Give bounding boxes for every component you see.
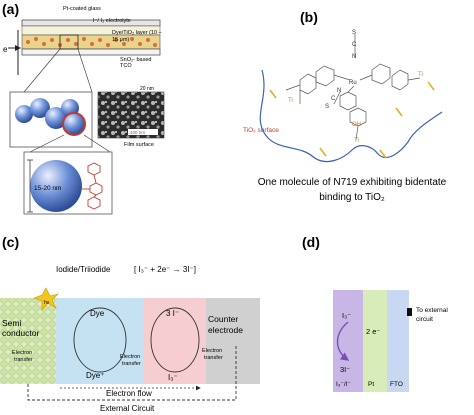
counter-electrode-label-2: electrode (208, 325, 243, 335)
counter-electrode-region (206, 298, 260, 384)
three-i-label: 3 I⁻ (166, 309, 179, 318)
sun-icon (33, 287, 59, 311)
atom-c-left: C (331, 96, 336, 102)
redox-region (144, 298, 206, 384)
layer-label-electrolyte: I⁻/ I₃ electrolyte (93, 18, 131, 24)
semiconductor-label-1: Semi (2, 318, 21, 328)
atom-n-top: N (352, 54, 356, 60)
n719-molecule (285, 34, 421, 141)
external-label-1: To external (416, 307, 448, 314)
atom-ru: Ru (349, 80, 357, 86)
dye-plus-label: Dye⁺ (86, 371, 104, 380)
panel-d: (d) I₃⁻ 3I⁻ 2 e⁻ I₃⁻/I⁻ Pt FTO To extern… (302, 234, 448, 392)
redox-reaction: [ I₃⁻ + 2e⁻ → 3I⁻] (134, 265, 196, 274)
et-label-2b: transfer (122, 361, 141, 367)
ti-anchor-right: Ti (418, 72, 423, 78)
scale-bar (128, 129, 158, 135)
caption-line-2: binding to TiO₂ (319, 192, 385, 203)
scale-bar-label: 100 nm (130, 130, 145, 135)
tio2-nanoparticles (15, 98, 86, 136)
redox-title: Iodide/Triiodide (56, 265, 111, 274)
layer-label-dye: Dye/TiO₂ layer (10 – (112, 30, 163, 36)
oh-group: OH (352, 122, 361, 128)
panel-c-label: (c) (2, 234, 19, 250)
n719-atoms: S C N Ru N C S (325, 30, 357, 110)
layer-label-tco: TCO (120, 63, 132, 69)
dye-cycle (73, 307, 127, 373)
dye-molecule-icon (82, 162, 103, 210)
tio2-surface-label: TiO₂ surface (243, 127, 279, 134)
semiconductor-label-2: conductor (2, 328, 39, 338)
i3-label: I₃⁻ (168, 373, 178, 382)
dye-tio2-layer (21, 34, 161, 50)
atom-s-left: S (325, 104, 329, 110)
d-i3-label: I₃⁻ (342, 311, 351, 320)
anchor-bonds (269, 81, 435, 159)
external-circuit-label: External Circuit (100, 404, 155, 413)
semiconductor-region (0, 298, 56, 384)
external-circuit-path (27, 345, 237, 401)
et-label-3b: transfer (204, 355, 223, 361)
panel-d-label: (d) (302, 234, 320, 250)
redox-cycle (150, 307, 200, 373)
large-tio2-particle (30, 160, 82, 212)
fto-layer-d (387, 290, 409, 392)
contact-terminal (407, 308, 412, 316)
layer-label-fto-d: FTO (390, 381, 403, 388)
layer-label-pt-d: Pt (368, 381, 374, 388)
dye-region (56, 298, 144, 384)
layer-label-sno2: SnO₂- based (120, 57, 152, 63)
dye-beads (26, 37, 157, 47)
tio2-surface-line (259, 69, 443, 163)
ti-anchors: Ti Ti Ti OH (288, 72, 423, 144)
caption-line-1: One molecule of N719 exhibiting bidentat… (258, 177, 447, 188)
film-surface-label: Film surface (124, 142, 154, 148)
reduction-arrow (336, 321, 350, 361)
scale-top-label: 20 nm (140, 86, 154, 92)
counter-electrode-label-1: Counter (208, 314, 238, 324)
atom-c-top: C (352, 42, 357, 48)
layer-label-electrolyte-d: I₃⁻/I⁻ (336, 381, 351, 388)
external-label-2: circuit (416, 316, 433, 323)
dye-label: Dye (90, 309, 105, 318)
electron-label: e⁻ (3, 45, 12, 54)
ti-anchor-left: Ti (288, 98, 293, 104)
et-label-2a: Electron (120, 354, 140, 360)
layer-label-pt: Pt-coated glass (63, 6, 101, 12)
particle-size-label: 15-20 nm (34, 185, 61, 192)
pt-layer-d (363, 290, 387, 392)
et-label-3a: Electron (202, 348, 222, 354)
panel-b: (b) TiO₂ surface S C N Ru N (243, 9, 447, 203)
et-label-1a: Electron (12, 350, 32, 356)
tco-layer (21, 48, 161, 56)
pt-glass-layer (21, 19, 161, 27)
zoom-box-small (59, 34, 79, 50)
electron-flow-label: Electron flow (106, 389, 152, 398)
atom-s: S (352, 30, 356, 36)
atom-n-left: N (337, 88, 341, 94)
panel-a: (a) e⁻ Pt-coated glass I⁻/ I₃ electrolyt… (2, 1, 165, 215)
layer-label-dye-2: 15 μm) (112, 37, 129, 43)
d-three-i-label: 3I⁻ (340, 365, 350, 374)
panel-b-label: (b) (300, 9, 318, 25)
panel-c: (c) Iodide/Triiodide [ I₃⁻ + 2e⁻ → 3I⁻] … (0, 234, 260, 413)
et-label-1b: transfer (14, 357, 33, 363)
panel-a-label: (a) (2, 1, 19, 17)
hv-label: hν (44, 300, 50, 306)
ti-anchor-bottom: Ti (354, 138, 359, 144)
d-electrons-label: 2 e⁻ (366, 327, 380, 336)
